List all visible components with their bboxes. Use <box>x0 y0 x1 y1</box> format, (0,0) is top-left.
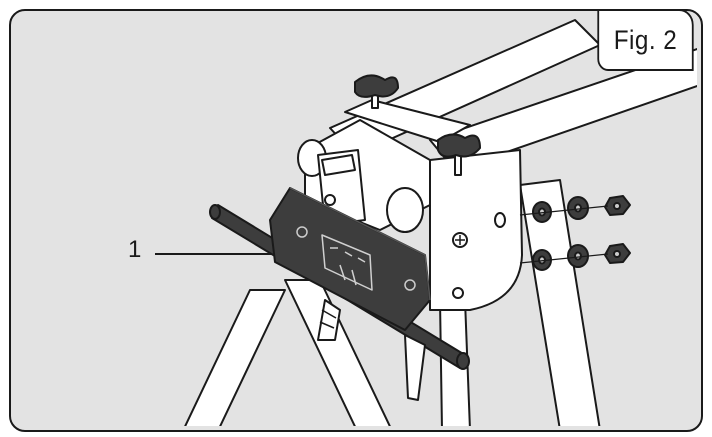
spring-clip-right <box>404 334 426 401</box>
clamp-block <box>297 119 431 233</box>
washer-set-upper <box>519 195 631 223</box>
star-knob-right <box>437 133 481 176</box>
mounting-bracket <box>429 149 523 311</box>
upper-frame-tubes <box>329 19 697 171</box>
washer-set-lower <box>519 243 631 271</box>
part-1-holder <box>269 187 431 331</box>
callout-number-1: 1 <box>128 236 142 263</box>
figure-label: Fig. 2 <box>597 9 694 71</box>
star-knob-left <box>354 74 399 109</box>
spring-clip-left <box>317 299 341 341</box>
